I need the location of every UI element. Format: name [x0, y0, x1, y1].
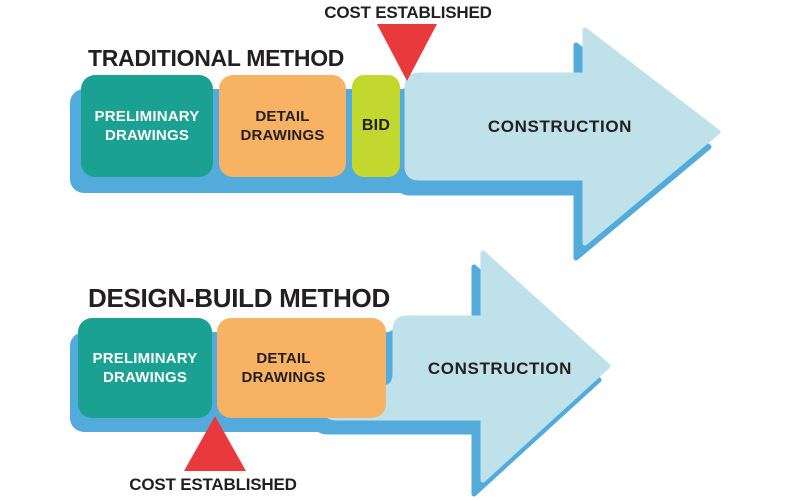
phase-box-preliminary-drawings-design-build: PRELIMINARY DRAWINGS: [78, 318, 212, 418]
phase-label: DETAIL DRAWINGS: [240, 107, 325, 145]
construction-arrow-label-design-build: CONSTRUCTION: [427, 359, 573, 378]
design-build-method-heading: DESIGN-BUILD METHOD: [88, 283, 390, 313]
phase-label: PRELIMINARY DRAWINGS: [94, 107, 200, 145]
phase-label: BID: [361, 116, 391, 134]
cost-established-label-traditional: COST ESTABLISHED: [324, 3, 492, 22]
phase-box-detail-drawings-traditional: DETAIL DRAWINGS: [219, 75, 346, 177]
traditional-construction-arrow: [404, 27, 721, 246]
phase-label: PRELIMINARY DRAWINGS: [92, 349, 198, 387]
cost-established-triangle-down-icon: [377, 24, 437, 81]
construction-arrow-label-traditional: CONSTRUCTION: [487, 117, 633, 136]
phase-box-detail-drawings-design-build: DETAIL DRAWINGS: [217, 318, 386, 418]
cost-established-triangle-up-icon: [184, 416, 246, 471]
phase-label: DETAIL DRAWINGS: [241, 349, 326, 387]
phase-box-preliminary-drawings-traditional: PRELIMINARY DRAWINGS: [81, 75, 213, 177]
cost-established-label-design-build: COST ESTABLISHED: [129, 475, 297, 494]
traditional-method-heading: TRADITIONAL METHOD: [88, 45, 345, 71]
phase-box-bid-traditional: BID: [352, 75, 400, 177]
